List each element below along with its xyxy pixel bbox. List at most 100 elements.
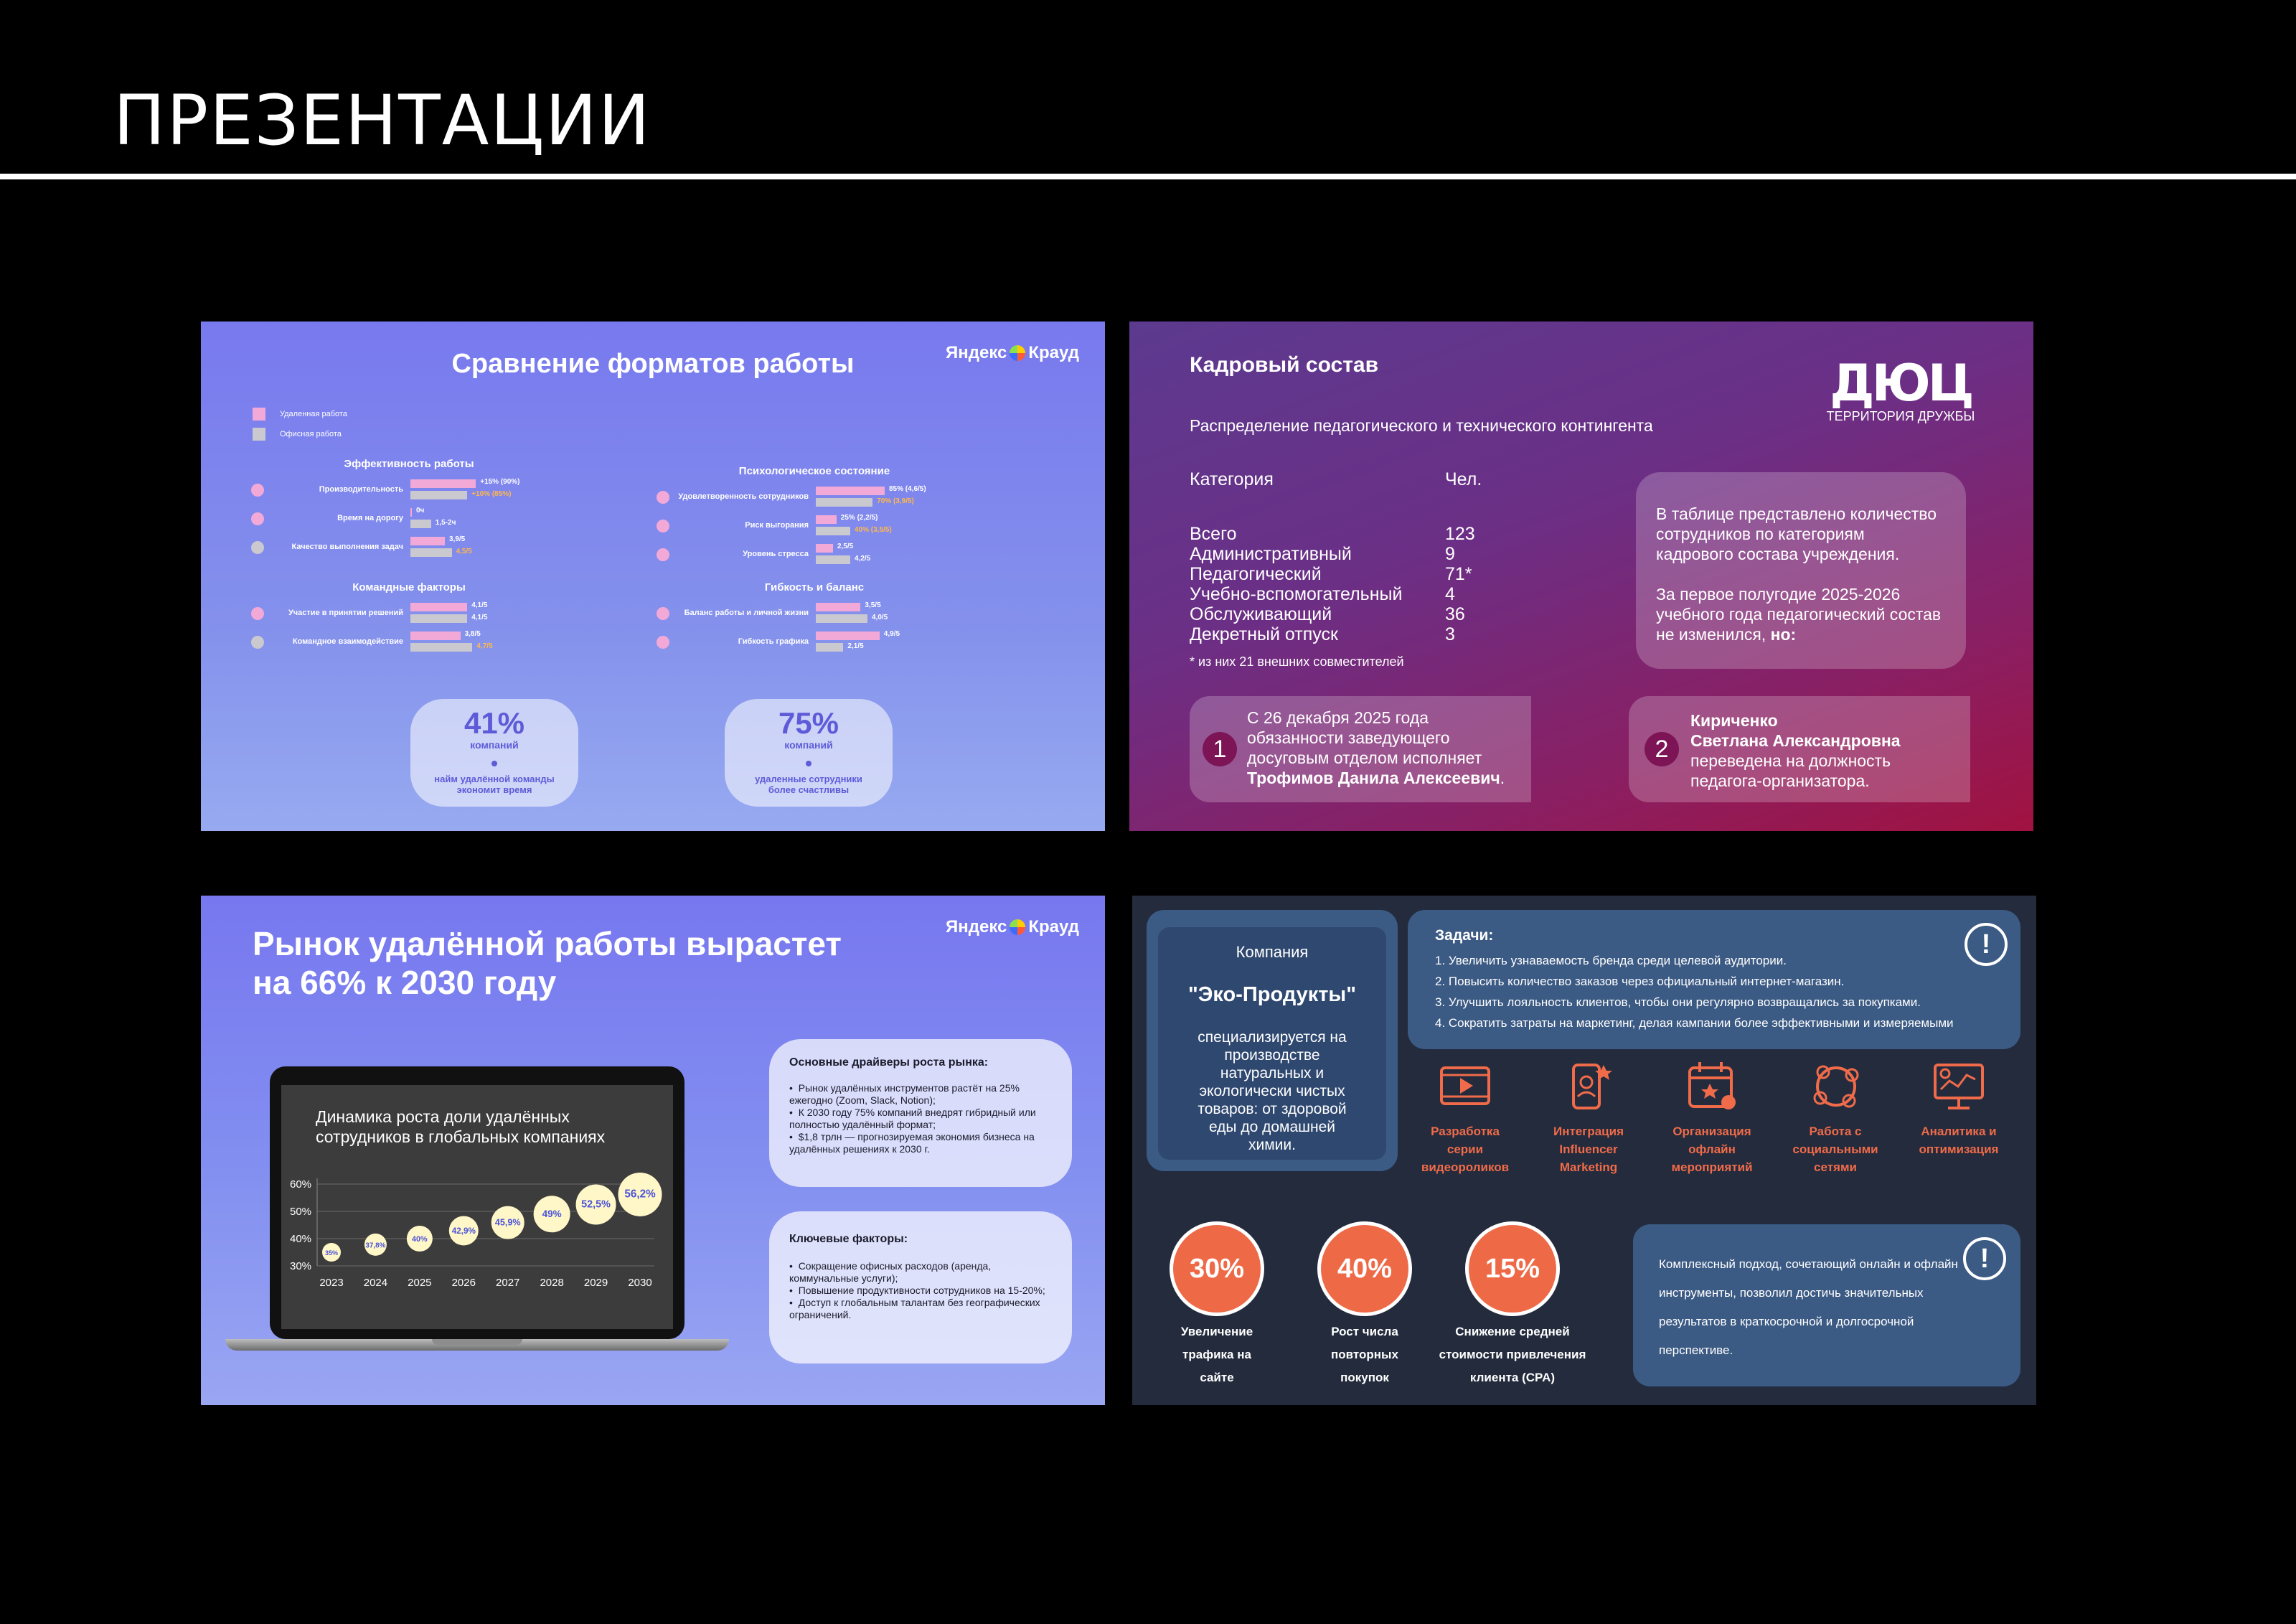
bar-office xyxy=(816,498,873,507)
slide-title: Рынок удалённой работы вырастет на 66% к… xyxy=(253,924,842,1002)
card-text: С 26 декабря 2025 года обязанности завед… xyxy=(1247,708,1482,767)
service-label: Интеграция Influencer Marketing xyxy=(1553,1125,1624,1174)
row-label: Гибкость графика xyxy=(738,637,809,646)
card-list: • Рынок удалённых инструментов растёт на… xyxy=(789,1082,1062,1155)
staff-category: Всего xyxy=(1190,524,1237,544)
stat-label: Снижение средней стоимости привлечения к… xyxy=(1439,1325,1586,1384)
logo-wordmark: ДЮЦ xyxy=(1830,354,1974,413)
data-label: 37,8% xyxy=(365,1242,385,1249)
row-label: Командное взаимодействие xyxy=(292,637,403,646)
row-label: Производительность xyxy=(319,485,403,494)
slide-subtitle: Распределение педагогического и техничес… xyxy=(1190,416,1653,435)
stat-value: 41% xyxy=(464,706,525,740)
title-line: Рынок удалённой работы вырастет xyxy=(253,925,842,962)
slide-eco-products-case[interactable]: Компания "Эко-Продукты" специализируется… xyxy=(1132,896,2036,1405)
data-label: 49% xyxy=(542,1208,562,1219)
title-divider xyxy=(0,174,2296,179)
stat-circle: 15% xyxy=(1465,1221,1560,1316)
summary-card: Комплексный подход, сочетающий онлайн и … xyxy=(1633,1224,2020,1386)
slide-remote-market[interactable]: Рынок удалённой работы вырастет на 66% к… xyxy=(201,896,1105,1405)
legend-swatch xyxy=(253,408,265,421)
tasks-list: 1. Увеличить узнаваемость бренда среди ц… xyxy=(1435,950,1954,1033)
staff-count: 123 xyxy=(1445,524,1475,544)
bar-value-office: 1,5-2ч xyxy=(435,519,456,527)
bar-remote xyxy=(816,515,837,524)
staff-count: 9 xyxy=(1445,544,1455,564)
bar-value-office: 2,1/5 xyxy=(847,642,864,650)
data-label: 52,5% xyxy=(581,1199,611,1211)
x-tick-label: 2029 xyxy=(584,1277,608,1289)
legend-label: Офисная работа xyxy=(280,430,342,438)
row-dot xyxy=(657,636,669,649)
bar-office xyxy=(410,643,473,652)
list-item: • К 2030 году 75% компаний внедрят гибри… xyxy=(789,1107,1036,1130)
row-label: Риск выгорания xyxy=(745,521,809,530)
column-header-count: Чел. xyxy=(1445,469,1482,489)
bar-office xyxy=(410,548,452,557)
x-tick-label: 2028 xyxy=(540,1277,563,1289)
service-item: Разработка серии видеороликов xyxy=(1404,1058,1526,1176)
row-dot xyxy=(657,520,669,532)
y-tick-label: 50% xyxy=(290,1206,311,1218)
card-title: Основные драйверы роста рынка: xyxy=(789,1056,989,1069)
analytics-monitor-icon xyxy=(1931,1058,1987,1114)
card-name: Светлана Александровна xyxy=(1690,731,1901,750)
company-inner: Компания "Эко-Продукты" специализируется… xyxy=(1158,927,1386,1160)
stat-pill: 75% компаний удаленные сотрудники более … xyxy=(725,699,893,807)
bar-value-remote: 3,5/5 xyxy=(865,601,881,609)
staff-category: Обслуживающий xyxy=(1190,604,1332,624)
bar-value-remote: 0ч xyxy=(416,507,425,515)
data-label: 35% xyxy=(325,1249,338,1257)
x-tick-label: 2027 xyxy=(496,1277,519,1289)
exclamation-icon: ! xyxy=(1965,923,2008,966)
legend-item-office: Офисная работа xyxy=(253,428,342,441)
bar-value-remote: 25% (2,2/5) xyxy=(840,514,878,522)
data-point xyxy=(364,1233,387,1256)
chart-title: Динамика роста доли удалённых сотруднико… xyxy=(316,1107,606,1146)
bar-office xyxy=(816,643,844,652)
bar-office xyxy=(410,491,468,499)
bar-office xyxy=(816,527,850,535)
row-dot xyxy=(251,636,264,649)
duc-logo: ДЮЦ ТЕРРИТОРИЯ ДРУЖБЫ xyxy=(1818,354,1983,424)
laptop-base xyxy=(225,1339,729,1351)
data-label: 45,9% xyxy=(495,1218,521,1228)
x-tick-label: 2023 xyxy=(319,1277,343,1289)
y-tick-label: 30% xyxy=(290,1260,311,1272)
data-point xyxy=(491,1206,524,1239)
brand-mark-icon xyxy=(1010,919,1026,935)
page-title: ПРЕЗЕНТАЦИИ xyxy=(113,80,651,161)
service-label: Разработка серии видеороликов xyxy=(1421,1125,1510,1174)
brand-name-a: Яндекс xyxy=(946,343,1007,362)
row-label: Участие в принятии решений xyxy=(288,609,403,617)
row-dot xyxy=(657,548,669,561)
service-label: Работа с социальными сетями xyxy=(1792,1125,1878,1174)
row-label: Удовлетворенность сотрудников xyxy=(678,492,809,501)
stat-circle: 40% xyxy=(1317,1221,1412,1316)
influencer-phone-icon xyxy=(1561,1058,1617,1114)
slide-staff-composition[interactable]: Кадровый состав ДЮЦ ТЕРРИТОРИЯ ДРУЖБЫ Ра… xyxy=(1129,321,2033,831)
legend-label: Удаленная работа xyxy=(280,410,347,418)
bar-value-office: 4,7/5 xyxy=(476,642,493,650)
service-item: Работа с социальными сетями xyxy=(1774,1058,1896,1176)
card-name: Трофимов Данила Алексеевич xyxy=(1247,769,1500,787)
row-label: Баланс работы и личной жизни xyxy=(684,609,809,617)
stat-note: найм удалённой команды экономит время xyxy=(434,774,555,795)
brand-name-b: Крауд xyxy=(1028,343,1080,362)
row-dot xyxy=(251,512,264,525)
bar-remote xyxy=(410,479,476,488)
title-line: на 66% к 2030 году xyxy=(253,964,557,1001)
bullet-dot xyxy=(491,761,497,766)
drivers-card: Основные драйверы роста рынка: • Рынок у… xyxy=(769,1039,1072,1187)
info-paragraph: За первое полугодие 2025-2026 учебного г… xyxy=(1656,585,1942,644)
card-number: 1 xyxy=(1203,732,1237,766)
staff-count: 36 xyxy=(1445,604,1465,624)
row-dot xyxy=(657,607,669,620)
y-tick-label: 40% xyxy=(290,1233,311,1245)
summary-text: Комплексный подход, сочетающий онлайн и … xyxy=(1659,1257,1958,1357)
service-label: Аналитика и оптимизация xyxy=(1919,1125,1999,1156)
staff-count: 71* xyxy=(1445,564,1472,584)
bar-remote xyxy=(410,508,412,517)
bar-value-office: 70% (3,9/5) xyxy=(877,497,914,505)
